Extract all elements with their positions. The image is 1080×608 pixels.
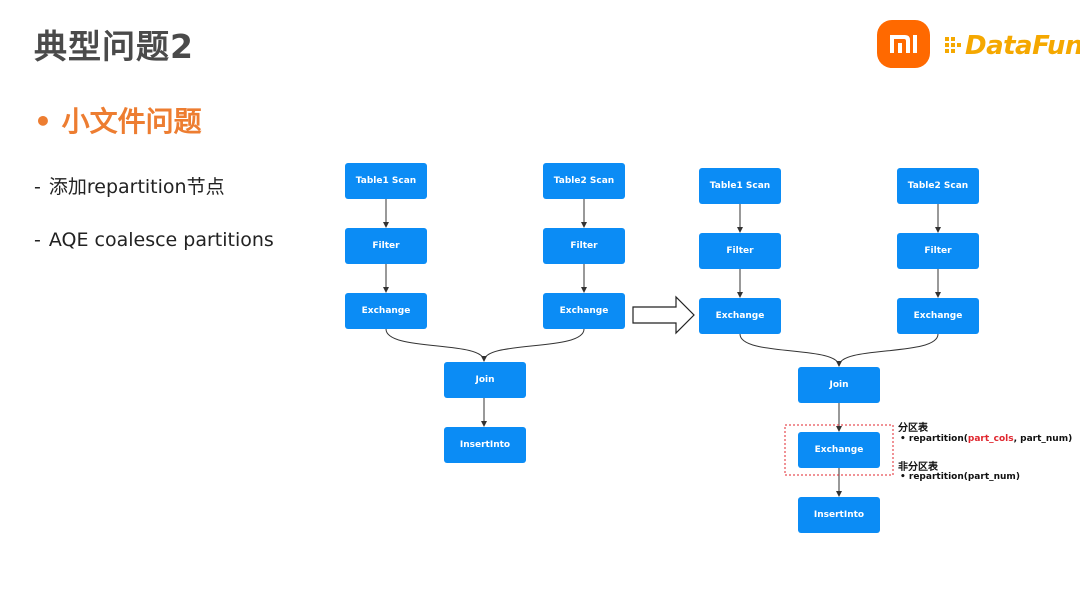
bullet-heading: • 小文件问题 [34, 105, 202, 138]
node-exchange: Exchange [699, 298, 781, 334]
node-exchange-repartition: Exchange [798, 432, 880, 468]
node-join: Join [798, 367, 880, 403]
edge-r-e2-join [838, 333, 939, 367]
nonpartitioned-table-item: • repartition(part_num) [900, 472, 1020, 482]
partitioned-suffix: , part_num) [1013, 434, 1073, 444]
node-exchange: Exchange [543, 293, 625, 329]
node-filter: Filter [345, 228, 427, 264]
node-join: Join [444, 362, 526, 398]
node-exchange: Exchange [897, 298, 979, 334]
mi-logo-icon [889, 35, 917, 53]
sub-item-repartition: -添加repartition节点 [34, 172, 225, 199]
sub-item-text: AQE coalesce partitions [48, 229, 274, 251]
datafun-logo: DataFun. [943, 26, 1080, 66]
partitioned-cols: part_cols [967, 434, 1014, 444]
partitioned-table-heading: 分区表 [898, 423, 928, 434]
sub-item-text: 添加repartition节点 [48, 176, 225, 198]
slide-title: 典型问题2 [34, 27, 194, 66]
node-filter: Filter [897, 233, 979, 269]
node-table1-scan: Table1 Scan [345, 163, 427, 199]
transform-arrow-icon [632, 295, 695, 335]
partitioned-table-item: • repartition(part_cols, part_num) [900, 434, 1072, 444]
edge-r-e1-join [739, 333, 842, 367]
edge-l-e1-join [385, 328, 487, 362]
nonpartitioned-text: repartition(part_num) [908, 472, 1020, 482]
bullet-dot-icon: • [900, 434, 909, 444]
partitioned-prefix: repartition( [908, 434, 968, 444]
node-filter: Filter [543, 228, 625, 264]
bullet-dot-icon: • [900, 472, 909, 482]
node-table2-scan: Table2 Scan [543, 163, 625, 199]
node-insertinto: InsertInto [444, 427, 526, 463]
sub-dash: - [34, 176, 41, 198]
node-table1-scan: Table1 Scan [699, 168, 781, 204]
node-filter: Filter [699, 233, 781, 269]
node-table2-scan: Table2 Scan [897, 168, 979, 204]
sub-item-aqe: -AQE coalesce partitions [34, 229, 274, 251]
edge-l-e2-join [483, 328, 585, 362]
repartition-highlight-box [784, 424, 894, 476]
datafun-logo-text: DataFun. [965, 31, 1080, 61]
datafun-dots-icon [945, 37, 961, 53]
node-exchange: Exchange [345, 293, 427, 329]
xiaomi-logo [877, 20, 930, 68]
node-insertinto: InsertInto [798, 497, 880, 533]
nonpartitioned-table-heading: 非分区表 [898, 462, 938, 473]
sub-dash: - [34, 229, 41, 251]
